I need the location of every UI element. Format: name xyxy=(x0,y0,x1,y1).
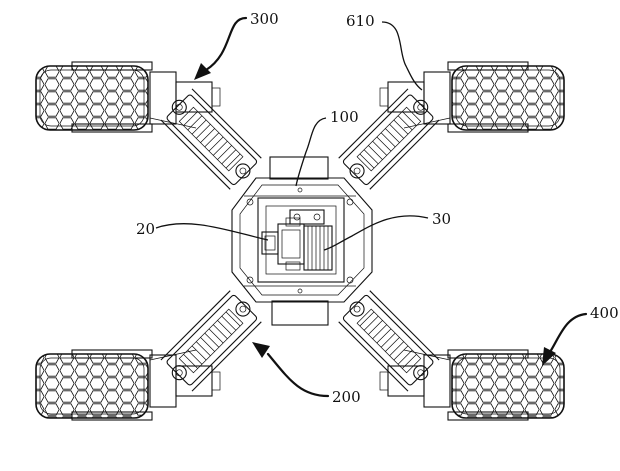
leader-610 xyxy=(381,21,423,91)
arrowhead-200 xyxy=(252,342,270,358)
component-30 xyxy=(289,209,333,271)
label-20: 20 xyxy=(136,220,155,238)
central-body xyxy=(231,156,373,326)
label-610: 610 xyxy=(346,12,375,30)
leader-30 xyxy=(323,215,429,251)
component-20 xyxy=(261,217,305,271)
wheel-bottom-right xyxy=(447,349,565,421)
leader-100 xyxy=(295,117,327,187)
arm-bottom-left xyxy=(160,290,262,392)
motor-bottom-left xyxy=(149,349,221,408)
leader-300 xyxy=(194,16,248,80)
label-30: 30 xyxy=(432,210,451,228)
arm-top-left xyxy=(160,88,262,190)
label-200: 200 xyxy=(332,388,361,406)
leader-400 xyxy=(542,312,588,366)
leader-200 xyxy=(252,342,330,398)
arm-bottom-right xyxy=(338,290,440,392)
label-100: 100 xyxy=(330,108,359,126)
label-300: 300 xyxy=(250,10,279,28)
wheel-bottom-left xyxy=(35,349,153,421)
arm-top-right xyxy=(338,88,440,190)
motor-bottom-right xyxy=(379,349,451,408)
leader-20 xyxy=(155,223,269,241)
motor-top-left xyxy=(149,71,221,129)
label-400: 400 xyxy=(590,304,619,322)
arrowhead-300 xyxy=(194,63,211,80)
arrowhead-400 xyxy=(542,347,556,366)
wheel-top-right xyxy=(447,61,565,133)
wheel-top-left xyxy=(35,61,153,133)
motor-top-right xyxy=(379,71,451,129)
